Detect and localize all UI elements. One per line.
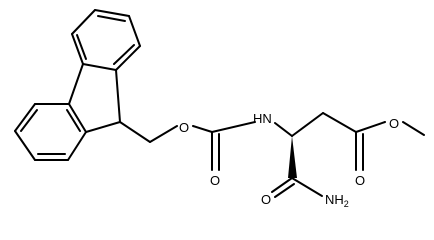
- ester-oxygen-left-label: O: [179, 120, 189, 135]
- stereo-wedge-bond: [288, 136, 297, 178]
- amino-acid-backbone: [274, 112, 425, 171]
- fmoc-linker: [119, 121, 256, 171]
- amide-nh-subscript: 2: [344, 199, 349, 209]
- ester-carbonyl-oxygen-label: O: [355, 173, 365, 188]
- carbamate-carbonyl-oxygen-label: O: [210, 173, 220, 188]
- amide-nh-text: NH: [325, 192, 344, 207]
- nh-label: HN: [253, 111, 272, 126]
- amide-group: [271, 177, 323, 198]
- amide-nitrogen-label: NH2: [325, 192, 349, 209]
- amide-carbonyl-oxygen-label: O: [261, 192, 271, 207]
- molecule-structure: O HN O O O O NH2: [14, 9, 425, 209]
- fluorene-upper-ring: [71, 9, 141, 71]
- fluorene-c9-bond: [85, 121, 121, 133]
- fluorene-lower-ring: [14, 103, 87, 161]
- ester-oxygen-right-label: O: [389, 116, 399, 131]
- fluorene-five-ring: [68, 63, 121, 123]
